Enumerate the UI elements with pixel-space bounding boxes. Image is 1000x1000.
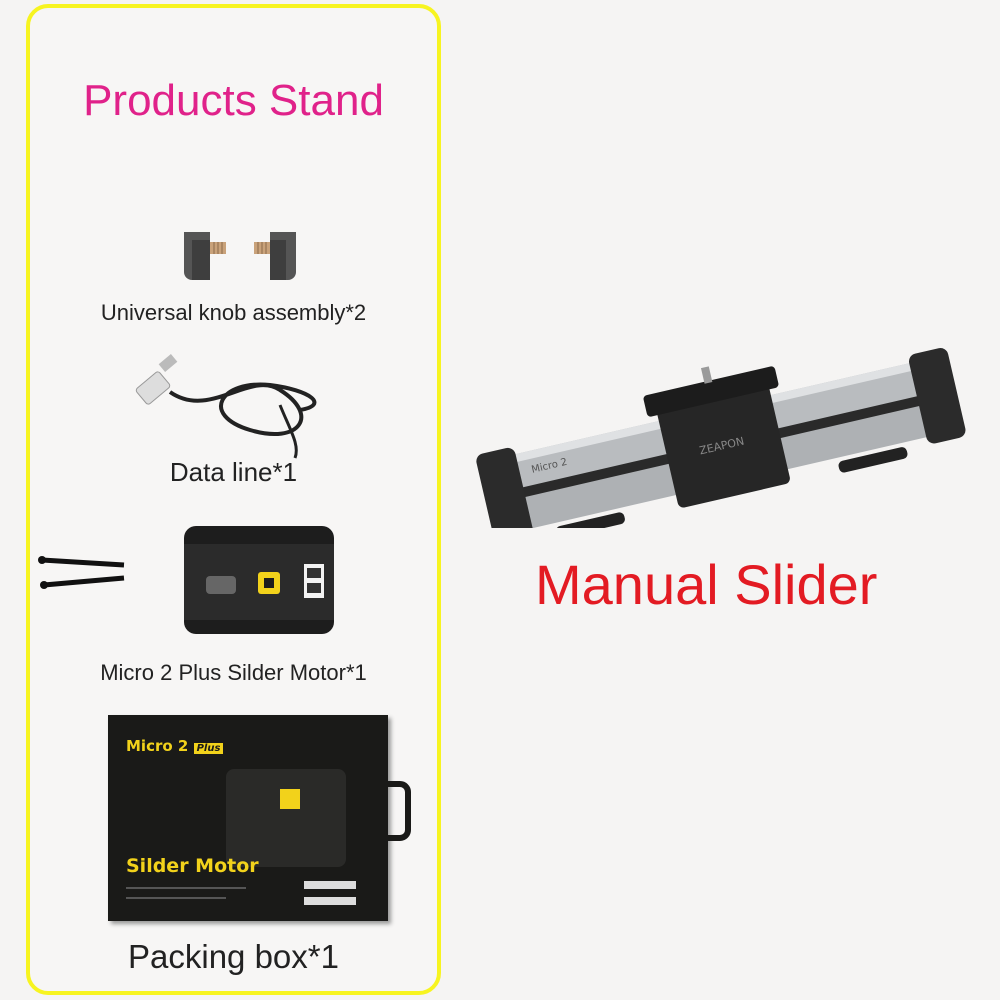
motor-icon — [38, 526, 334, 634]
panel-title: Products Stand — [83, 76, 384, 125]
item-label-motor: Micro 2 Plus Silder Motor*1 — [100, 660, 367, 685]
box-handle-icon — [386, 781, 411, 841]
item-label-box: Packing box*1 — [128, 938, 339, 975]
products-stand-panel: Products Stand Universal knob assembly*2… — [26, 4, 441, 995]
slider-icon: ZEAPON Micro 2 — [476, 348, 966, 528]
slider-title: Manual Slider — [535, 553, 878, 616]
item-label-knob: Universal knob assembly*2 — [100, 300, 367, 325]
cable-icon — [135, 354, 317, 459]
box-brand: Micro 2 — [126, 737, 189, 755]
item-label-cable: Data line*1 — [169, 457, 298, 487]
box-brand-suffix: Plus — [193, 743, 224, 754]
box-product-name: Silder Motor — [126, 855, 259, 877]
box-icon: Micro 2 Plus Silder Motor — [108, 715, 388, 921]
knob-icon — [184, 232, 296, 280]
